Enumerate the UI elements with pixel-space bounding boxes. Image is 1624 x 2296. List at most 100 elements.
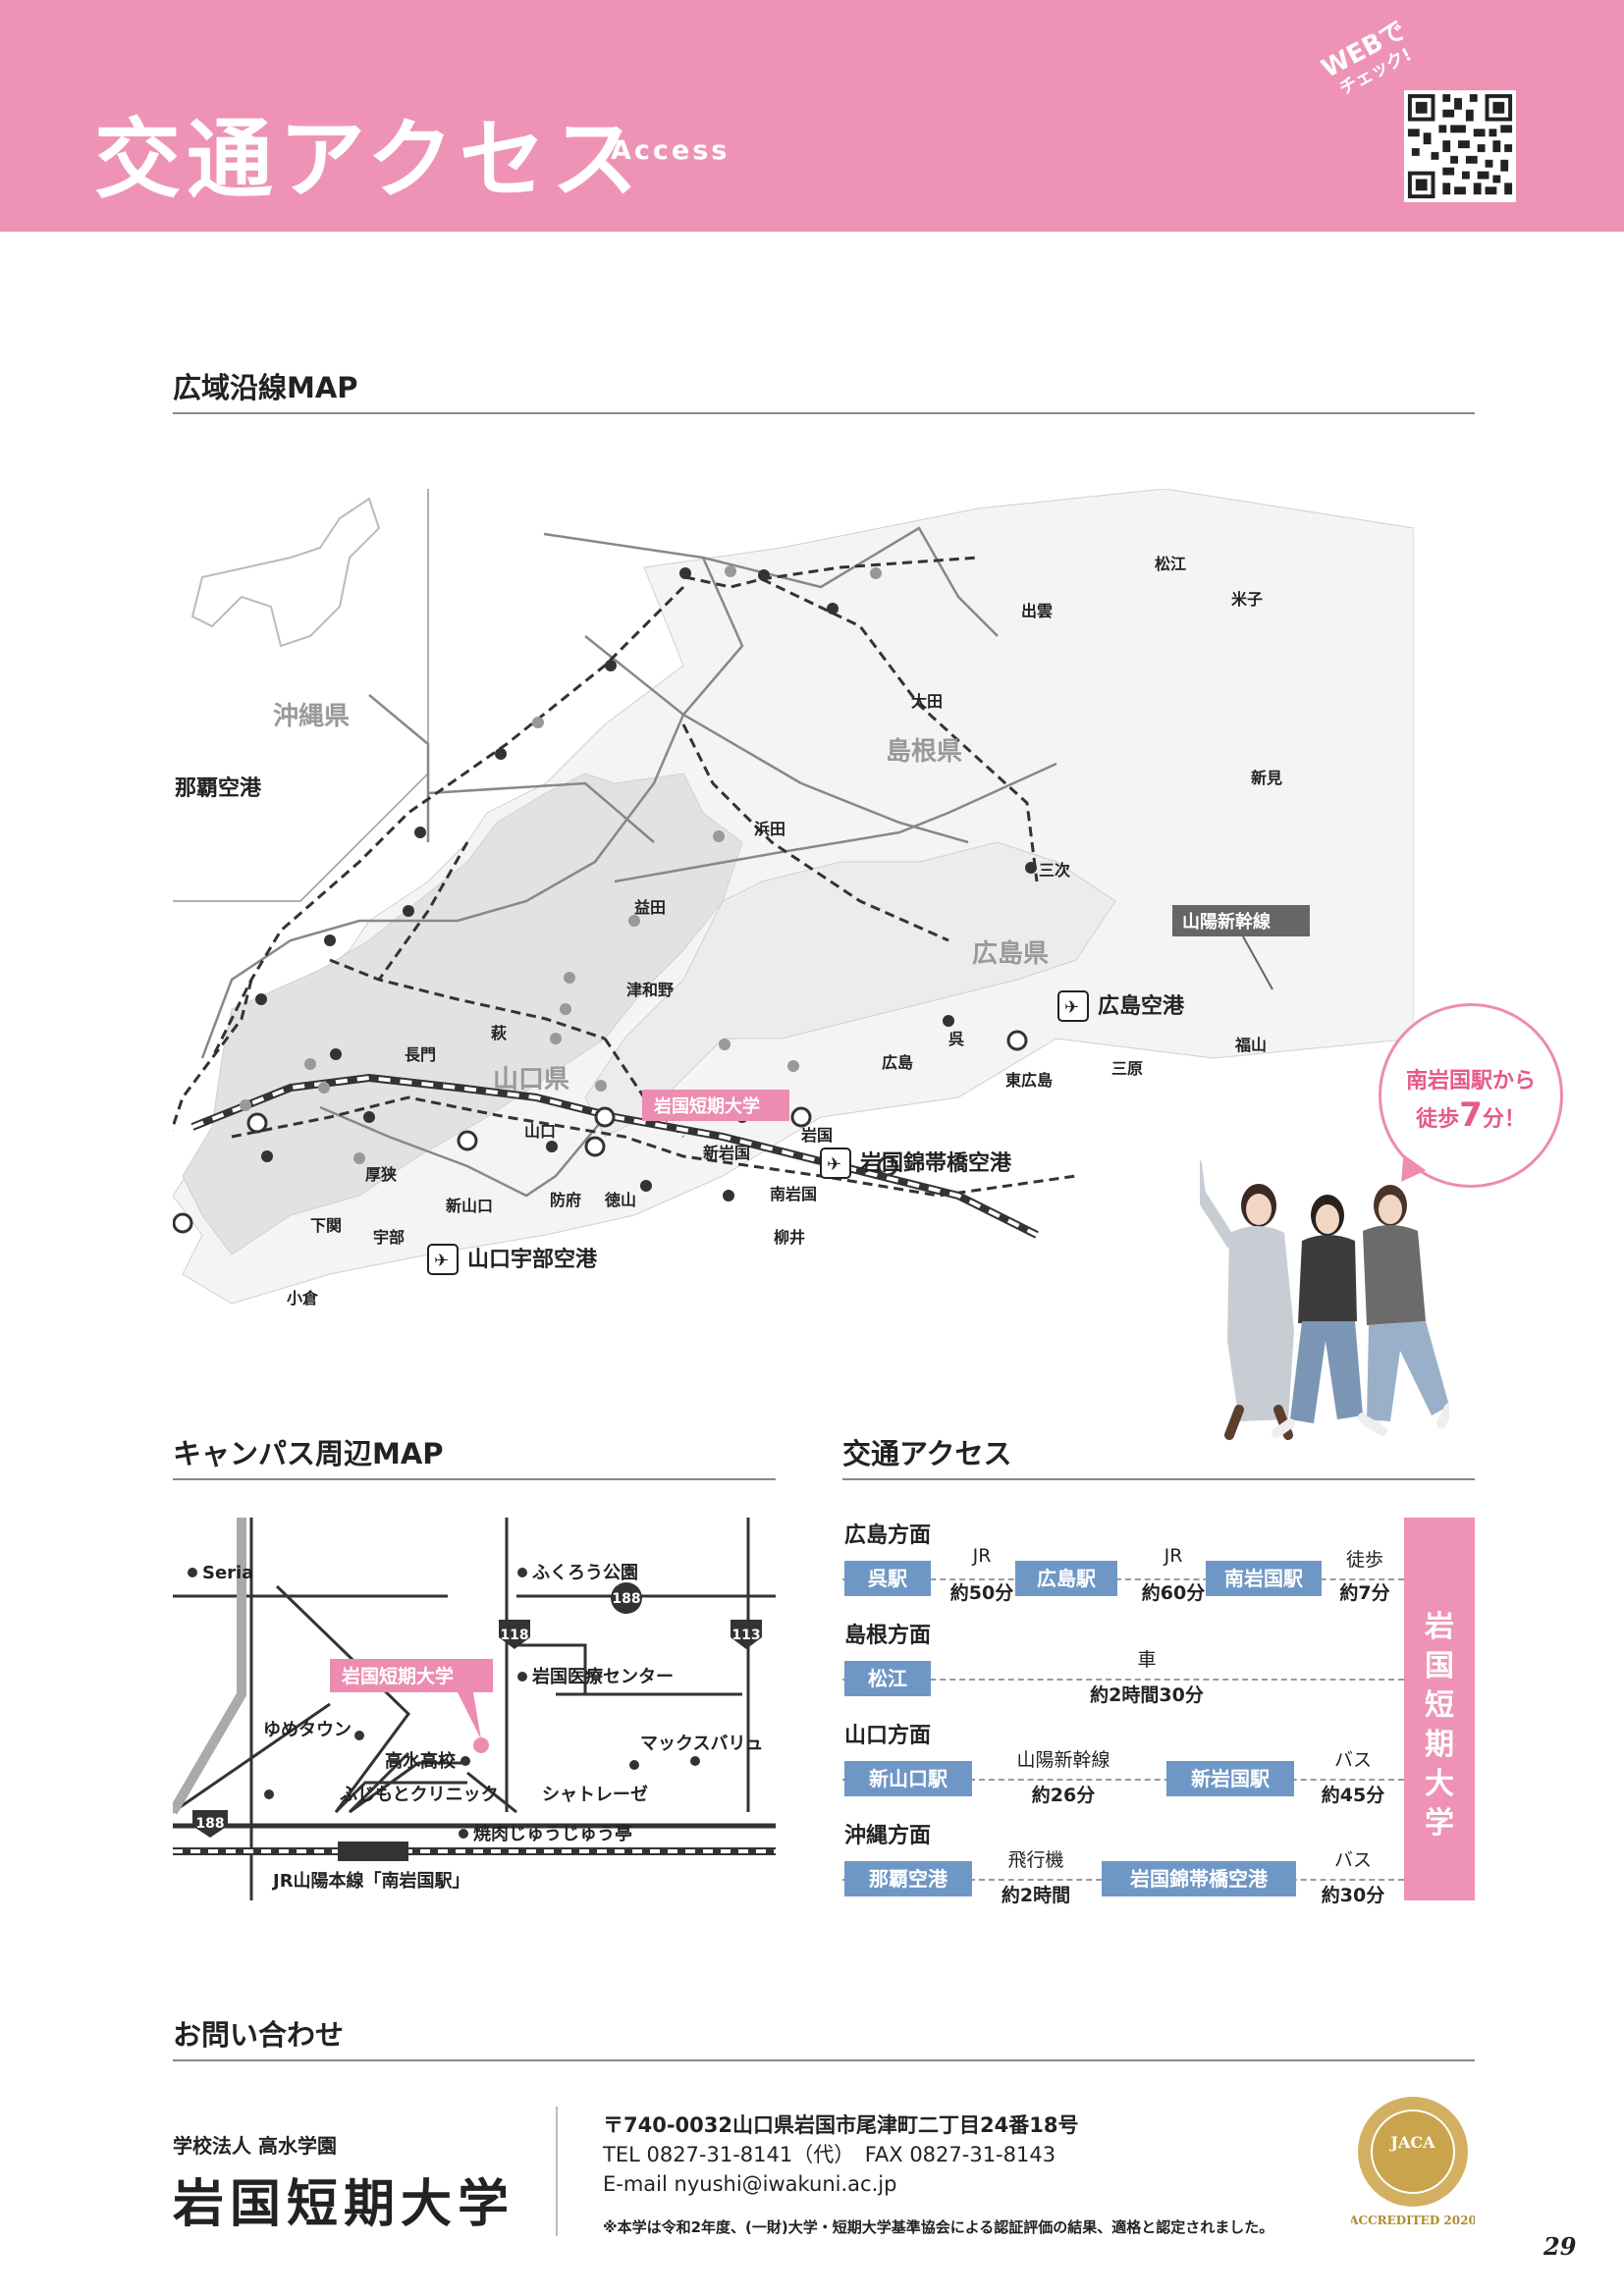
svg-text:✈: ✈ — [827, 1154, 841, 1175]
seal-year: ACCREDITED 2020 — [1351, 2214, 1475, 2227]
band-char: 国 — [1425, 1649, 1454, 1683]
pref-okinawa: 沖縄県 — [273, 702, 350, 731]
stop-hiroshima: 広島駅 — [1015, 1561, 1117, 1596]
destination-band: 岩 国 短 期 大 学 — [1404, 1518, 1475, 1900]
stop-matsue: 松江 — [844, 1661, 931, 1696]
place-seria: Seria — [202, 1563, 253, 1583]
airport-iwakuni: 岩国錦帯橋空港 — [859, 1150, 1012, 1176]
seg-mode: 車 — [1137, 1649, 1157, 1671]
seg-time: 約60分 — [1141, 1582, 1206, 1604]
station-minami-iwakuni: 南岩国 — [770, 1185, 817, 1203]
page-number: 29 — [1543, 2232, 1577, 2261]
route-188-left: 188 — [195, 1816, 224, 1832]
wide-map-heading: 広域沿線MAP — [173, 371, 358, 404]
station-mihara: 三原 — [1111, 1059, 1143, 1078]
seg-mode: バス — [1333, 1749, 1372, 1771]
wide-area-rail-map: 沖縄県 島根県 広島県 山口県 ✈ 那覇空港 ✈ 広島空港 ✈ 岩国錦帯橋空港 … — [173, 489, 1414, 1308]
wide-map-university-label: 岩国短期大学 — [653, 1095, 760, 1117]
campus-map-divider — [173, 1478, 776, 1480]
route-dir-hiroshima: 広島方面 — [844, 1523, 932, 1548]
station-izumo: 出雲 — [1021, 602, 1053, 620]
stop-kure: 呉駅 — [844, 1561, 931, 1596]
school-logo: 学校法人 高水学園 岩国短期大学 — [173, 2130, 514, 2236]
airport-naha: 那覇空港 — [175, 775, 262, 801]
school-corporation: 学校法人 高水学園 — [173, 2134, 337, 2158]
route-dir-yamaguchi: 山口方面 — [844, 1724, 932, 1748]
route-113: 113 — [731, 1628, 760, 1643]
seg-time: 約50分 — [949, 1582, 1014, 1604]
page-subtitle: Access — [611, 135, 731, 166]
pref-yamaguchi: 山口県 — [493, 1065, 569, 1095]
station-yonago: 米子 — [1231, 590, 1263, 609]
shinkansen-label: 山陽新幹線 — [1182, 911, 1271, 933]
station-niimi: 新見 — [1251, 769, 1282, 787]
svg-text:✈: ✈ — [1064, 997, 1079, 1018]
station-yanai: 柳井 — [774, 1228, 805, 1247]
station-shin-yamaguchi: 新山口 — [446, 1197, 493, 1215]
phone-fax[interactable]: TEL 0827-31-8141（代） FAX 0827-31-8143 — [603, 2143, 1056, 2166]
accreditation-note: ※本学は令和2年度、(一財)大学・短期大学基準協会による認証評価の結果、適格と認… — [603, 2218, 1274, 2236]
band-char: 短 — [1425, 1688, 1454, 1723]
contact-vertical-divider — [556, 2107, 558, 2236]
station-miyoshi: 三次 — [1039, 861, 1070, 880]
stop-shin-iwakuni: 新岩国駅 — [1166, 1761, 1294, 1796]
destination-label: 岩 国 短 期 大 学 — [1404, 1608, 1475, 1843]
page-header: 交通アクセス Access WEBで チェック! — [0, 0, 1624, 232]
campus-map-heading: キャンパス周辺MAP — [173, 1437, 444, 1470]
postal-address: 〒740-0032山口県岩国市尾津町二丁目24番18号 — [603, 2113, 1079, 2137]
bubble-suffix: 分！ — [1482, 1107, 1526, 1132]
route-188-top: 188 — [612, 1591, 640, 1607]
place-maxvalu: マックスバリュ — [640, 1734, 763, 1754]
svg-text:✈: ✈ — [434, 1251, 449, 1271]
stop-naha-airport: 那覇空港 — [844, 1861, 972, 1896]
students-photo — [1200, 1159, 1449, 1440]
station-hamada: 浜田 — [754, 820, 785, 838]
stop-iwakuni-kintaikyo-airport: 岩国錦帯橋空港 — [1102, 1861, 1296, 1896]
place-youme-town: ゆめタウン — [263, 1720, 352, 1740]
station-hagi: 萩 — [490, 1024, 507, 1042]
route-line — [842, 1578, 1404, 1580]
seg-time: 約7分 — [1339, 1582, 1390, 1604]
school-name: 岩国短期大学 — [173, 2174, 515, 2234]
bubble-line2: 徒歩7分！ — [1381, 1098, 1560, 1137]
station-shimonoseki: 下関 — [310, 1216, 342, 1235]
station-asa: 厚狭 — [365, 1165, 397, 1184]
campus-station-label: JR山陽本線「南岩国駅」 — [271, 1870, 470, 1892]
access-heading: 交通アクセス — [842, 1437, 1012, 1470]
route-line — [842, 1679, 1404, 1681]
seg-time: 約30分 — [1321, 1885, 1385, 1906]
seal-text: JACA — [1388, 2133, 1435, 2152]
band-char: 大 — [1425, 1767, 1454, 1801]
station-masuda: 益田 — [634, 898, 666, 917]
station-hiroshima: 広島 — [882, 1053, 913, 1072]
walk-time-bubble: 南岩国駅から 徒歩7分！ — [1379, 1003, 1563, 1188]
campus-university-label: 岩国短期大学 — [341, 1665, 454, 1687]
email-address[interactable]: E-mail nyushi@iwakuni.ac.jp — [603, 2172, 897, 2196]
station-fukuyama: 福山 — [1234, 1036, 1267, 1054]
contact-details: 〒740-0032山口県岩国市尾津町二丁目24番18号 TEL 0827-31-… — [603, 2110, 1078, 2199]
station-kure: 呉 — [948, 1030, 964, 1048]
route-118: 118 — [500, 1628, 528, 1643]
airport-yamaguchi-ube: 山口宇部空港 — [467, 1247, 598, 1272]
seg-time: 約26分 — [1031, 1785, 1096, 1806]
accreditation-seal-icon: JACA ACCREDITED 2020 — [1351, 2097, 1475, 2227]
page-title: 交通アクセス — [94, 109, 644, 210]
band-char: 期 — [1425, 1728, 1454, 1762]
campus-area-map: 188 118 113 188 Seria ふくろう公園 岩国医療センター ゆめ… — [173, 1518, 776, 1900]
station-nagato: 長門 — [405, 1045, 436, 1064]
station-higashi-hiroshima: 東広島 — [1005, 1071, 1053, 1090]
bubble-num: 7 — [1459, 1095, 1483, 1135]
wide-map-divider — [173, 412, 1475, 414]
station-yamaguchi: 山口 — [524, 1122, 556, 1141]
route-dir-shimane: 島根方面 — [844, 1624, 932, 1648]
seg-time: 約2時間30分 — [1090, 1684, 1204, 1706]
station-tsuwano: 津和野 — [626, 981, 674, 999]
pref-hiroshima: 広島県 — [972, 938, 1049, 969]
seg-time: 約45分 — [1321, 1785, 1385, 1806]
stop-minami-iwakuni: 南岩国駅 — [1206, 1561, 1322, 1596]
qr-code-icon[interactable] — [1404, 90, 1516, 202]
place-fukurou-park: ふくろう公園 — [532, 1563, 638, 1583]
access-divider — [842, 1478, 1475, 1480]
seg-mode: 飛行機 — [1007, 1849, 1064, 1871]
station-kokura: 小倉 — [287, 1289, 319, 1308]
